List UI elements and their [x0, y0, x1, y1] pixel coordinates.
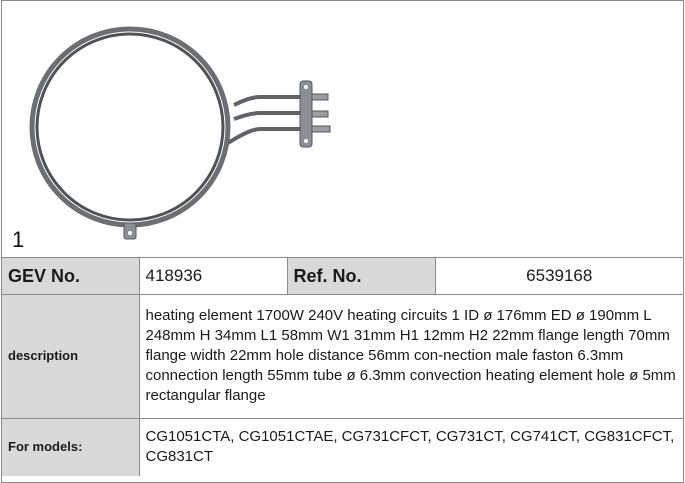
models-text: CG1051CTA, CG1051CTAE, CG731CFCT, CG731C… [138, 417, 683, 476]
product-details-table: GEV No. 418936 Ref. No. 6539168 descript… [2, 258, 683, 476]
circular-heating-element-icon [29, 26, 331, 240]
ref-value: 6539168 [434, 258, 683, 295]
table-row: description heating element 1700W 240V h… [2, 293, 683, 419]
item-number: 1 [12, 227, 25, 252]
models-label: For models: [2, 417, 140, 476]
gev-label: GEV No. [2, 258, 140, 295]
table-row: GEV No. 418936 Ref. No. 6539168 [2, 258, 683, 295]
product-image-area: 1 [2, 1, 683, 258]
gev-value: 418936 [138, 258, 288, 295]
ref-label: Ref. No. [286, 258, 436, 295]
table-row: For models: CG1051CTA, CG1051CTAE, CG731… [2, 417, 683, 476]
description-label: description [2, 293, 140, 419]
description-text: heating element 1700W 240V heating circu… [138, 293, 683, 419]
